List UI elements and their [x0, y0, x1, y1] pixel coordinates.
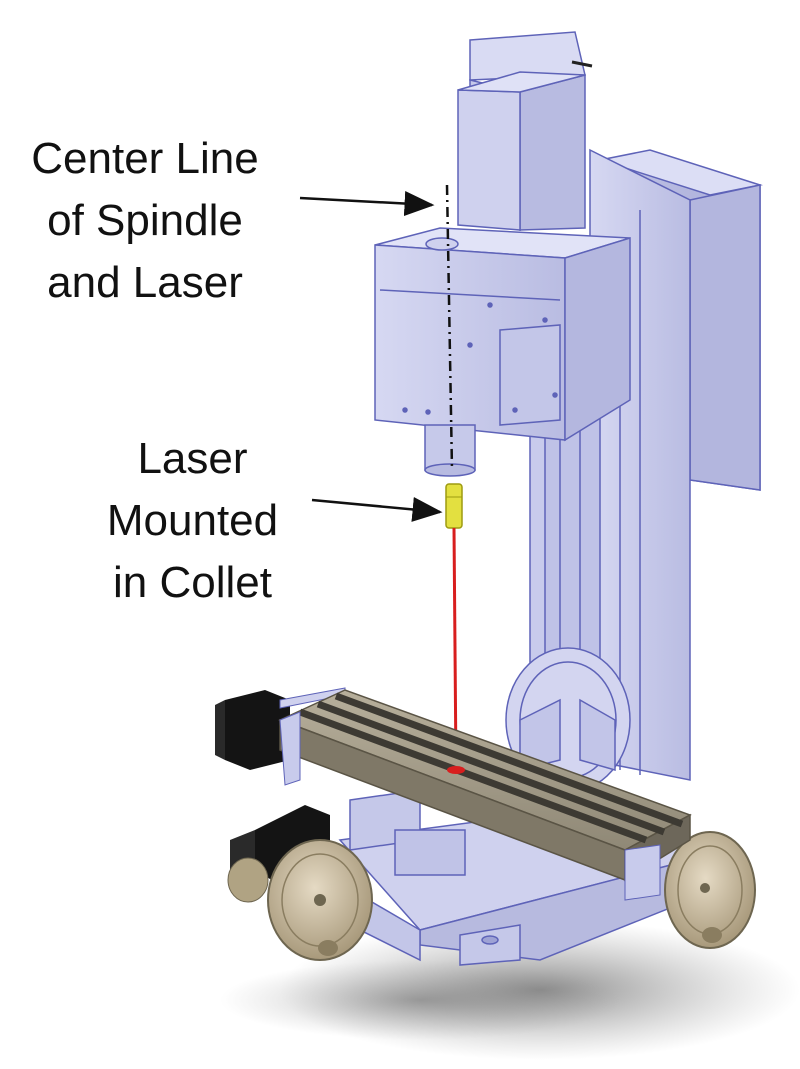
- laser-label-line-1: Laser: [137, 434, 248, 483]
- front-handwheel: [267, 839, 373, 961]
- spindle-center-line: [445, 184, 454, 471]
- spindle-label-line-2: of Spindle: [47, 196, 243, 245]
- laser-spot: [447, 766, 465, 774]
- spindle-label-line-1: Center Line: [31, 134, 259, 183]
- laser-mount-label: Laser Mounted in Collet: [80, 428, 305, 614]
- work-table: [278, 689, 692, 901]
- spindle-motor: [457, 31, 593, 231]
- laser-arrow: [311, 496, 443, 522]
- right-handwheel: [664, 831, 756, 949]
- spindle-centerline-label: Center Line of Spindle and Laser: [10, 128, 280, 314]
- spindle-arrow: [299, 191, 435, 217]
- laser-label-line-2: Mounted: [106, 496, 279, 545]
- spindle-head: [374, 227, 631, 477]
- spindle-label-line-3: and Laser: [47, 258, 243, 307]
- laser-pointer-icon: [445, 483, 463, 529]
- laser-beam: [452, 527, 458, 769]
- laser-label-line-3: in Collet: [113, 558, 272, 607]
